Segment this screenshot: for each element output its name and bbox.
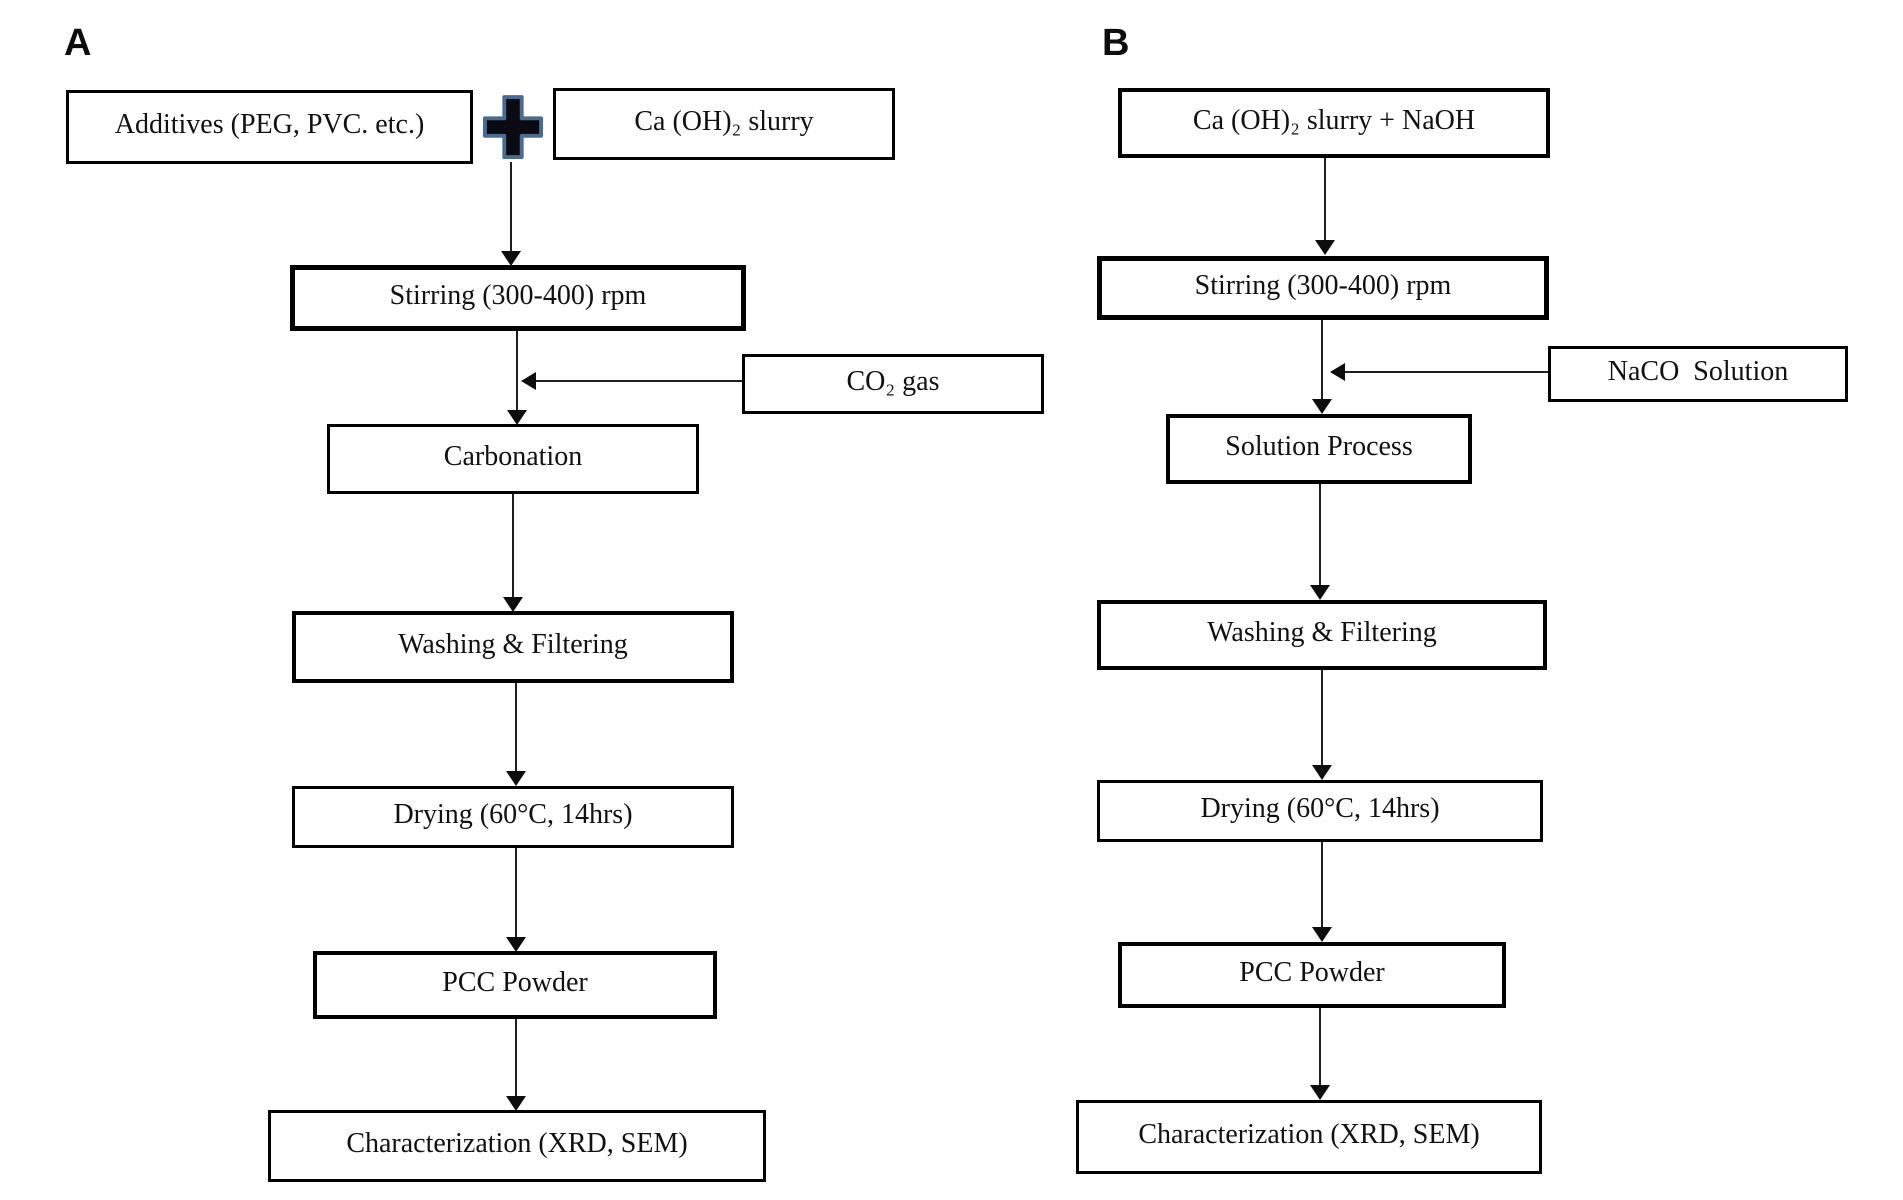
box-pcc-powder-a: PCC Powder xyxy=(313,951,717,1019)
arrowhead-solution-to-washing xyxy=(1310,585,1330,600)
arrowhead-drying-to-pcc xyxy=(1312,927,1332,942)
arrowhead-slurrynaoh-to-stirring xyxy=(1315,240,1335,255)
arrow-line-pcc-to-characterization xyxy=(1319,1008,1321,1086)
box-washing-filtering-a: Washing & Filtering xyxy=(292,611,734,683)
panel-b-label: B xyxy=(1102,22,1130,64)
box-drying-a: Drying (60°C, 14hrs) xyxy=(292,786,734,848)
arrowhead-stirring-to-solution xyxy=(1312,399,1332,414)
box-ca-oh2-slurry-naoh: Ca (OH)₂ slurry + NaOH xyxy=(1118,88,1550,158)
arrowhead-plus-to-stirring xyxy=(501,251,521,266)
box-co2-gas: CO₂ gas xyxy=(742,354,1044,414)
arrowhead-stirring-to-carbonation xyxy=(507,410,527,425)
arrow-line-co2-to-flow xyxy=(534,380,742,382)
arrowhead-washing-to-drying xyxy=(506,771,526,786)
arrow-line-drying-to-pcc xyxy=(515,848,517,938)
arrow-line-carbonation-to-washing xyxy=(512,494,514,598)
arrow-line-stirring-to-solution xyxy=(1321,320,1323,400)
box-solution-process: Solution Process xyxy=(1166,414,1472,484)
box-stirring-b: Stirring (300-400) rpm xyxy=(1097,256,1549,320)
box-carbonation: Carbonation xyxy=(327,424,699,494)
box-characterization-a: Characterization (XRD, SEM) xyxy=(268,1110,766,1182)
plus-icon xyxy=(482,95,544,160)
arrow-line-solution-to-washing xyxy=(1319,484,1321,586)
box-drying-b: Drying (60°C, 14hrs) xyxy=(1097,780,1543,842)
arrowhead-pcc-to-characterization xyxy=(506,1096,526,1111)
arrow-line-naco-to-flow xyxy=(1344,371,1548,373)
box-additives: Additives (PEG, PVC. etc.) xyxy=(66,90,473,164)
arrow-line-drying-to-pcc xyxy=(1321,842,1323,928)
arrowhead-carbonation-to-washing xyxy=(503,597,523,612)
box-stirring-a: Stirring (300-400) rpm xyxy=(290,265,746,331)
arrowhead-pcc-to-characterization xyxy=(1310,1085,1330,1100)
box-naco-solution: NaCO Solution xyxy=(1548,346,1848,402)
arrow-line-slurrynaoh-to-stirring xyxy=(1324,158,1326,241)
arrow-line-plus-to-stirring xyxy=(510,162,512,252)
arrow-line-stirring-to-carbonation xyxy=(516,331,518,411)
box-pcc-powder-b: PCC Powder xyxy=(1118,942,1506,1008)
arrow-line-washing-to-drying xyxy=(1321,670,1323,766)
box-washing-filtering-b: Washing & Filtering xyxy=(1097,600,1547,670)
arrowhead-naco-to-flow xyxy=(1330,363,1345,381)
arrowhead-washing-to-drying xyxy=(1312,765,1332,780)
arrowhead-co2-to-flow xyxy=(521,372,536,390)
arrowhead-drying-to-pcc xyxy=(506,937,526,952)
box-ca-oh2-slurry: Ca (OH)₂ slurry xyxy=(553,88,895,160)
panel-a-label: A xyxy=(64,22,92,64)
arrow-line-washing-to-drying xyxy=(515,683,517,772)
arrow-line-pcc-to-characterization xyxy=(515,1019,517,1097)
box-characterization-b: Characterization (XRD, SEM) xyxy=(1076,1100,1542,1174)
